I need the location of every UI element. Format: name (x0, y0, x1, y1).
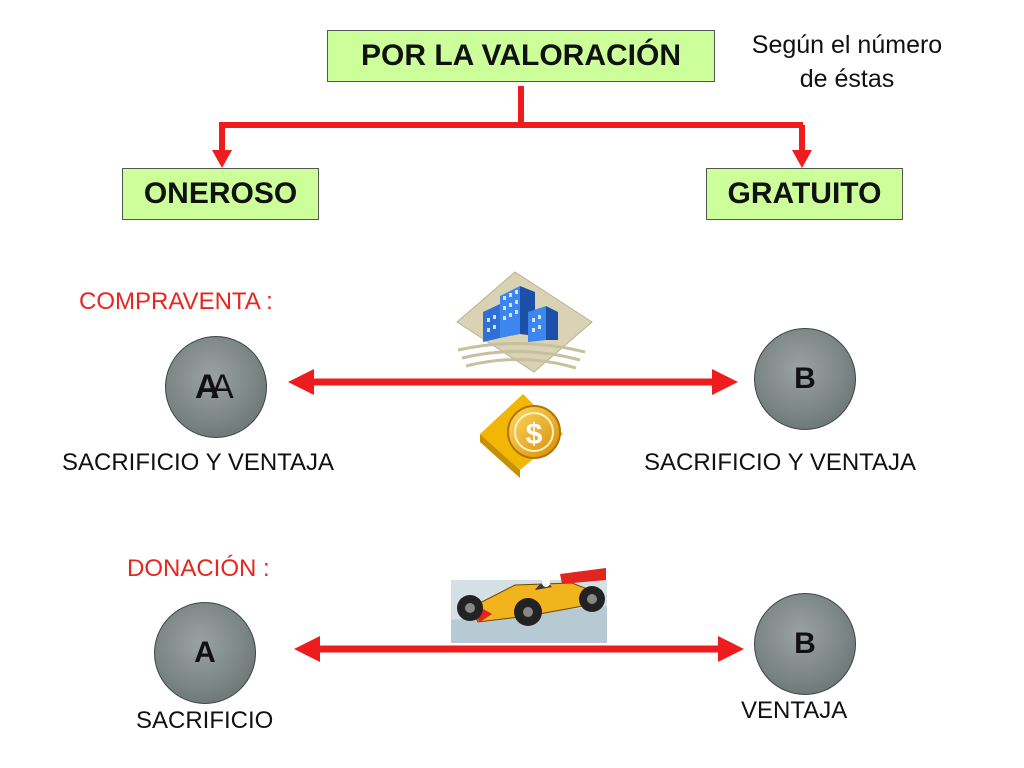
compraventa-double-arrow (288, 369, 738, 395)
note-line-2: de éstas (799, 65, 895, 93)
donacion-caption-b: VENTAJA (741, 697, 848, 724)
valoracion-box: POR LA VALORACIÓN (327, 30, 715, 82)
arrow-head-left-branch (212, 150, 232, 168)
arrow-head-right-branch (792, 150, 812, 168)
donacion-caption-a: SACRIFICIO (136, 707, 274, 734)
party-a-letter-light: A (211, 368, 234, 406)
compraventa-party-b: B (754, 328, 856, 430)
party-a-letter: A (194, 636, 216, 669)
svg-text:$: $ (526, 418, 543, 451)
donacion-title: DONACIÓN : (127, 555, 270, 582)
tree-connector (219, 86, 805, 152)
dollar-coin-icon: $ (480, 394, 563, 478)
compraventa-caption-b: SACRIFICIO Y VENTAJA (644, 449, 917, 476)
party-b-letter: B (794, 627, 816, 660)
race-car-icon (451, 568, 607, 643)
oneroso-label: ONEROSO (143, 177, 298, 210)
compraventa-party-a: A A (165, 336, 267, 438)
donacion-party-b: B (754, 593, 856, 695)
note-line-1: Según el número (751, 31, 943, 59)
donacion-double-arrow (294, 636, 744, 662)
buildings-icon (456, 271, 593, 373)
gratuito-label: GRATUITO (727, 177, 882, 210)
classification-note: Según el número de éstas (727, 28, 967, 96)
party-b-letter: B (794, 362, 816, 395)
party-a-letter-bold: A (195, 368, 220, 406)
oneroso-box: ONEROSO (122, 168, 319, 220)
valoracion-label: POR LA VALORACIÓN (361, 39, 681, 72)
gratuito-box: GRATUITO (706, 168, 903, 220)
compraventa-caption-a: SACRIFICIO Y VENTAJA (62, 449, 335, 476)
party-a-glyph: A A (191, 367, 241, 407)
compraventa-title: COMPRAVENTA : (79, 288, 273, 315)
donacion-party-a: A (154, 602, 256, 704)
